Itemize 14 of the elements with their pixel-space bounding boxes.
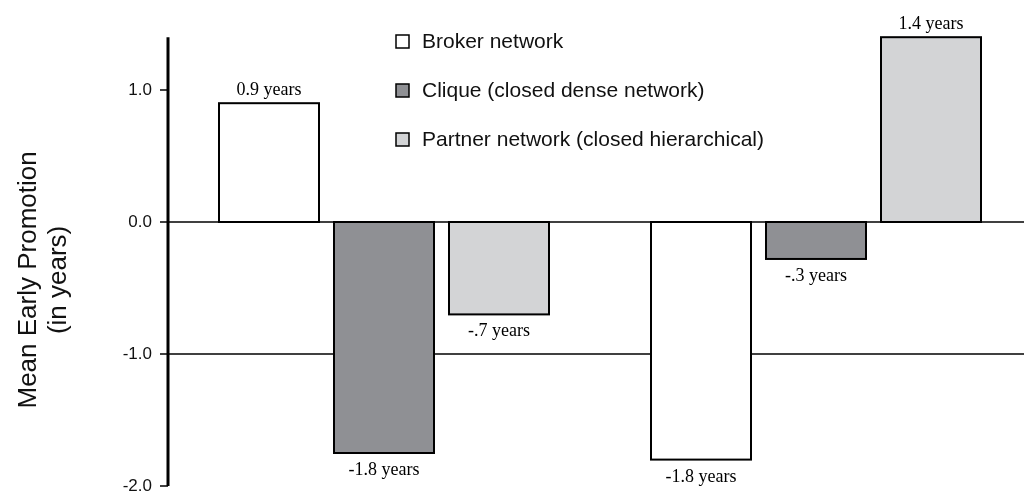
legend-label: Partner network (closed hierarchical) [422,127,764,151]
legend-label: Broker network [422,29,564,53]
tick-label: 0.0 [128,212,152,232]
value-label: -1.8 years [348,459,420,480]
legend-label: Clique (closed dense network) [422,78,705,102]
value-label: 0.9 years [236,79,302,101]
value-label: -.3 years [785,264,847,286]
value-label: -1.8 years [665,465,737,487]
tick-label: -1.0 [122,344,152,364]
axis-title: Mean Early Promotion (in years) [13,150,73,411]
tick-label: 1.0 [128,80,152,100]
value-label: 1.4 years [898,13,964,35]
value-label: -.7 years [468,320,530,342]
tick-label: -2.0 [122,476,152,496]
